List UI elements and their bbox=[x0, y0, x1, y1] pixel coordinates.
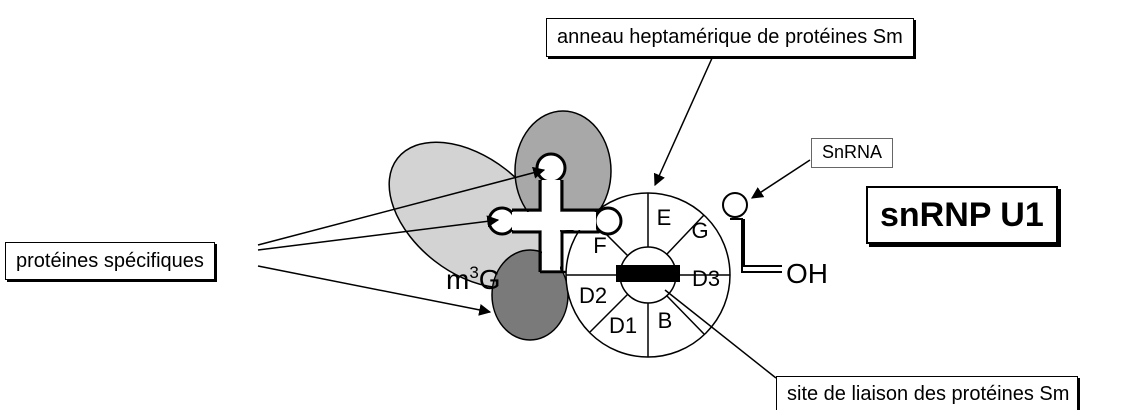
binding-site-pointer-line bbox=[664, 289, 777, 379]
sm-segment-e-label: E bbox=[657, 205, 672, 230]
specific-proteins-label: protéines spécifiques bbox=[5, 242, 215, 280]
specific-proteins-arrow-top bbox=[257, 166, 546, 246]
snrna-3prime-loop bbox=[722, 192, 748, 218]
sm-binding-site-bar bbox=[616, 265, 680, 282]
sm-segment-b-label: B bbox=[658, 308, 673, 333]
sm-segment-d1-label: D1 bbox=[609, 313, 637, 338]
snrna-pointer-arrow bbox=[750, 159, 811, 199]
oh-end-label: OH bbox=[786, 258, 828, 289]
sm-segment-d2-label: D2 bbox=[579, 283, 607, 308]
snrnp-u1-title: snRNP U1 bbox=[866, 186, 1058, 244]
snrna-3prime-stem-right bbox=[743, 219, 782, 267]
snrna-top-loop bbox=[535, 152, 567, 184]
snrna-right-loop bbox=[593, 206, 623, 236]
ring-pointer-arrow bbox=[653, 55, 714, 187]
sm-segment-g-label: G bbox=[691, 218, 708, 243]
sm-segment-d3-label: D3 bbox=[692, 266, 720, 291]
heptameric-ring-label: anneau heptamérique de protéines Sm bbox=[546, 18, 914, 57]
snrna-3prime-stem bbox=[730, 218, 782, 273]
snrna-cross-fill-h bbox=[512, 212, 596, 230]
cap-label: m3G bbox=[446, 263, 501, 295]
specific-proteins-arrow-middle bbox=[257, 215, 500, 251]
binding-site-label: site de liaison des protéines Sm bbox=[776, 376, 1079, 410]
snrna-label: SnRNA bbox=[811, 138, 894, 168]
specific-proteins-arrow-bottom bbox=[257, 265, 492, 316]
sm-segment-f-label: F bbox=[593, 233, 606, 258]
